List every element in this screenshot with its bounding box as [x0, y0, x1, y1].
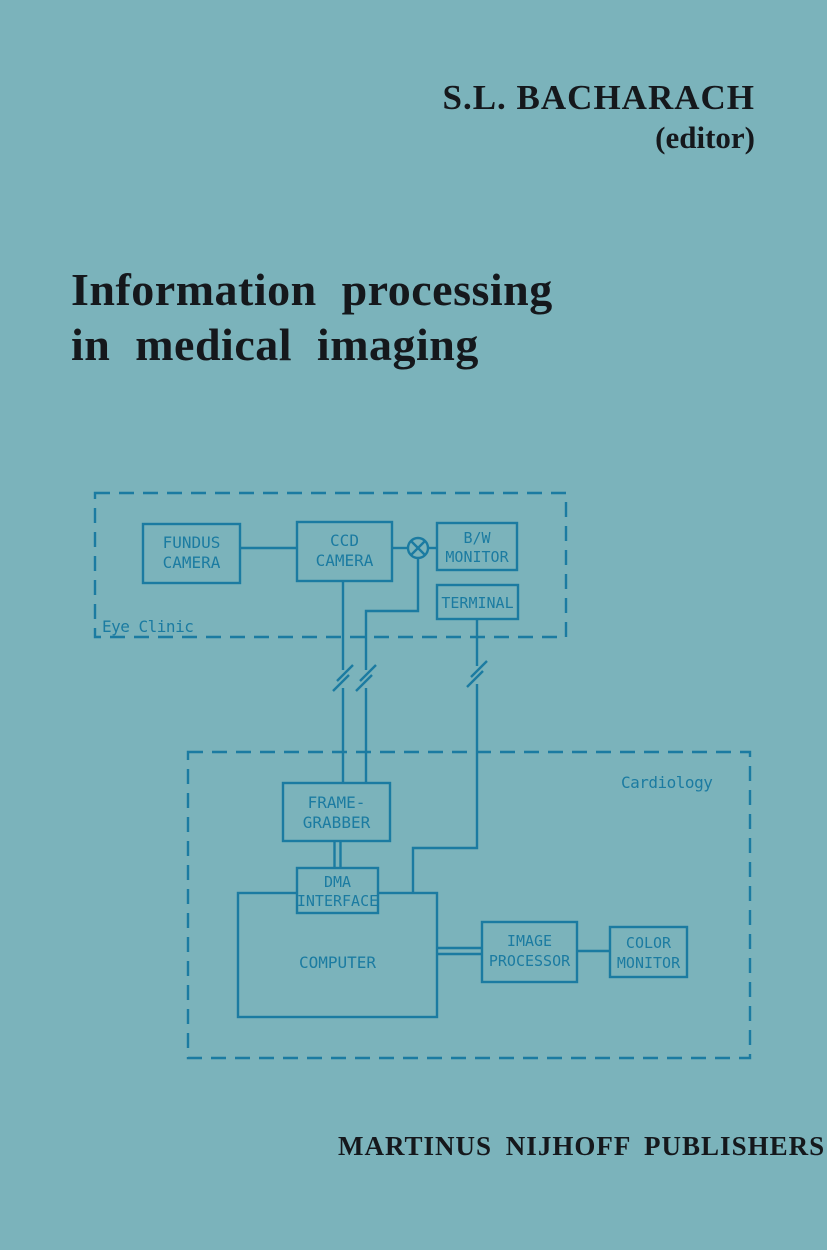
terminal-label: TERMINAL: [441, 594, 513, 612]
computer-label: COMPUTER: [299, 953, 376, 972]
cardiology-label: Cardiology: [621, 773, 713, 792]
crossed-circle-icon: [406, 536, 430, 560]
node-ccd-camera: CCD CAMERA: [295, 520, 394, 583]
cable-break-icon: [355, 664, 377, 692]
bus-frame-grabber-to-dma: [333, 841, 342, 868]
node-dma-interface: DMA INTERFACE: [295, 866, 380, 915]
editor-note: (editor): [655, 120, 755, 155]
node-bw-monitor: B/W MONITOR: [435, 521, 519, 572]
eye-clinic-label: Eye Clinic: [102, 617, 193, 636]
link-mixer-to-frame-grabber: [364, 558, 420, 783]
node-color-monitor: COLOR MONITOR: [608, 925, 689, 979]
image-processor-label-line2: PROCESSOR: [489, 952, 571, 970]
image-processor-label-line1: IMAGE: [507, 932, 552, 950]
node-frame-grabber: FRAME- GRABBER: [281, 781, 392, 843]
color-monitor-label-line1: COLOR: [626, 934, 672, 952]
bw-monitor-label-line2: MONITOR: [445, 548, 509, 566]
author-name: S.L. BACHARACH: [442, 78, 755, 117]
cardiology-region-border: [186, 750, 752, 1060]
frame-grabber-label-line2: GRABBER: [303, 813, 371, 832]
node-fundus-camera: FUNDUS CAMERA: [141, 522, 242, 585]
book-title: Information processing in medical imagin…: [71, 262, 553, 372]
dma-interface-label-line2: INTERFACE: [297, 892, 378, 910]
bus-computer-to-image-processor: [437, 946, 482, 956]
author-block: S.L. BACHARACH (editor): [442, 80, 755, 153]
dma-interface-label-line1: DMA: [324, 873, 351, 891]
link-terminal-to-computer: [411, 619, 479, 893]
book-title-line2: in medical imaging: [71, 319, 479, 371]
node-image-processor: IMAGE PROCESSOR: [480, 920, 579, 984]
cable-break-icon: [332, 664, 354, 692]
node-terminal: TERMINAL: [435, 583, 520, 621]
ccd-camera-label-line1: CCD: [330, 531, 359, 550]
bw-monitor-label-line1: B/W: [463, 529, 491, 547]
fundus-camera-label-line2: CAMERA: [163, 553, 221, 572]
frame-grabber-label-line1: FRAME-: [308, 793, 366, 812]
book-title-line1: Information processing: [71, 264, 553, 315]
cable-break-icon: [466, 660, 488, 688]
eye-clinic-region-border: [93, 491, 568, 639]
publisher-name: MARTINUS NIJHOFF PUBLISHERS: [338, 1131, 826, 1161]
fundus-camera-label-line1: FUNDUS: [163, 533, 221, 552]
color-monitor-label-line2: MONITOR: [617, 954, 681, 972]
ccd-camera-label-line2: CAMERA: [316, 551, 374, 570]
